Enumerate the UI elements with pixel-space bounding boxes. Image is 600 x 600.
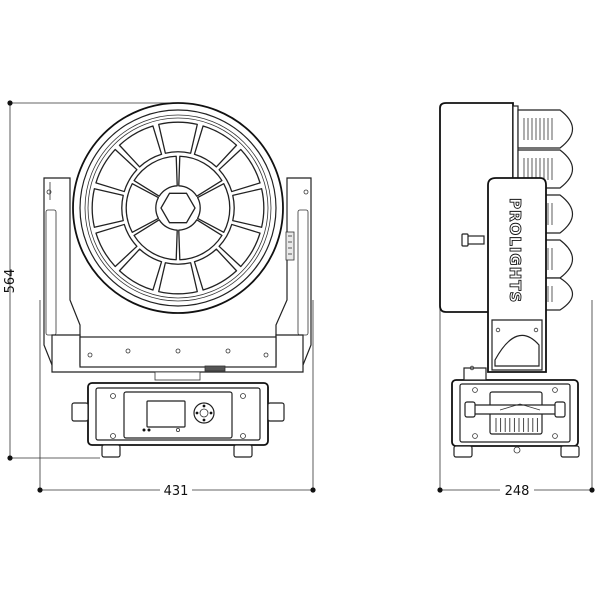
lens-cell-outer (95, 223, 138, 268)
front-width-label: 431 (164, 484, 189, 499)
lens-cell-outer (193, 125, 238, 168)
lens-fin (517, 109, 574, 149)
lens-cell-outer (118, 248, 163, 291)
side-width-label: 248 (505, 484, 530, 499)
front-view (43, 102, 312, 458)
lens-cell-inner (133, 155, 178, 197)
base-vents (495, 418, 538, 432)
lens-cell-outer (232, 188, 265, 228)
lens-cell-outer (158, 121, 198, 154)
lens-cell-inner (133, 219, 178, 261)
front-width-dimension: 431 (37, 300, 316, 499)
lens-cell-outer (218, 223, 261, 268)
lens-cell-outer (158, 262, 198, 295)
height-dimension: 564 (3, 100, 180, 461)
lens-cell-center (160, 192, 196, 224)
lens-cell-inner (178, 219, 223, 261)
lens-cell-outer (218, 148, 261, 193)
front-base (71, 382, 285, 458)
lens-cell-outer (91, 188, 124, 228)
lens-cell-inner (196, 183, 231, 233)
side-yoke-arm: PROLIGHTS (487, 177, 547, 373)
lens-cell-inner (178, 155, 223, 197)
lens-cell-inner (125, 183, 160, 233)
side-view: PROLIGHTS (439, 102, 580, 458)
moving-head (72, 102, 284, 314)
brand-logo: PROLIGHTS (506, 198, 524, 303)
lens-cell-outer (118, 125, 163, 168)
side-width-dimension: 248 (437, 300, 595, 499)
yoke-base-plate (51, 334, 304, 381)
lens-cell-outer (95, 148, 138, 193)
height-dimension-label: 564 (3, 269, 18, 294)
lens-cell-outer (193, 248, 238, 291)
yoke-left-arm (43, 177, 81, 366)
yoke-right-arm (275, 177, 312, 366)
lens-array (91, 121, 265, 295)
tilt-lock-knob (461, 233, 485, 247)
side-base (451, 365, 580, 458)
